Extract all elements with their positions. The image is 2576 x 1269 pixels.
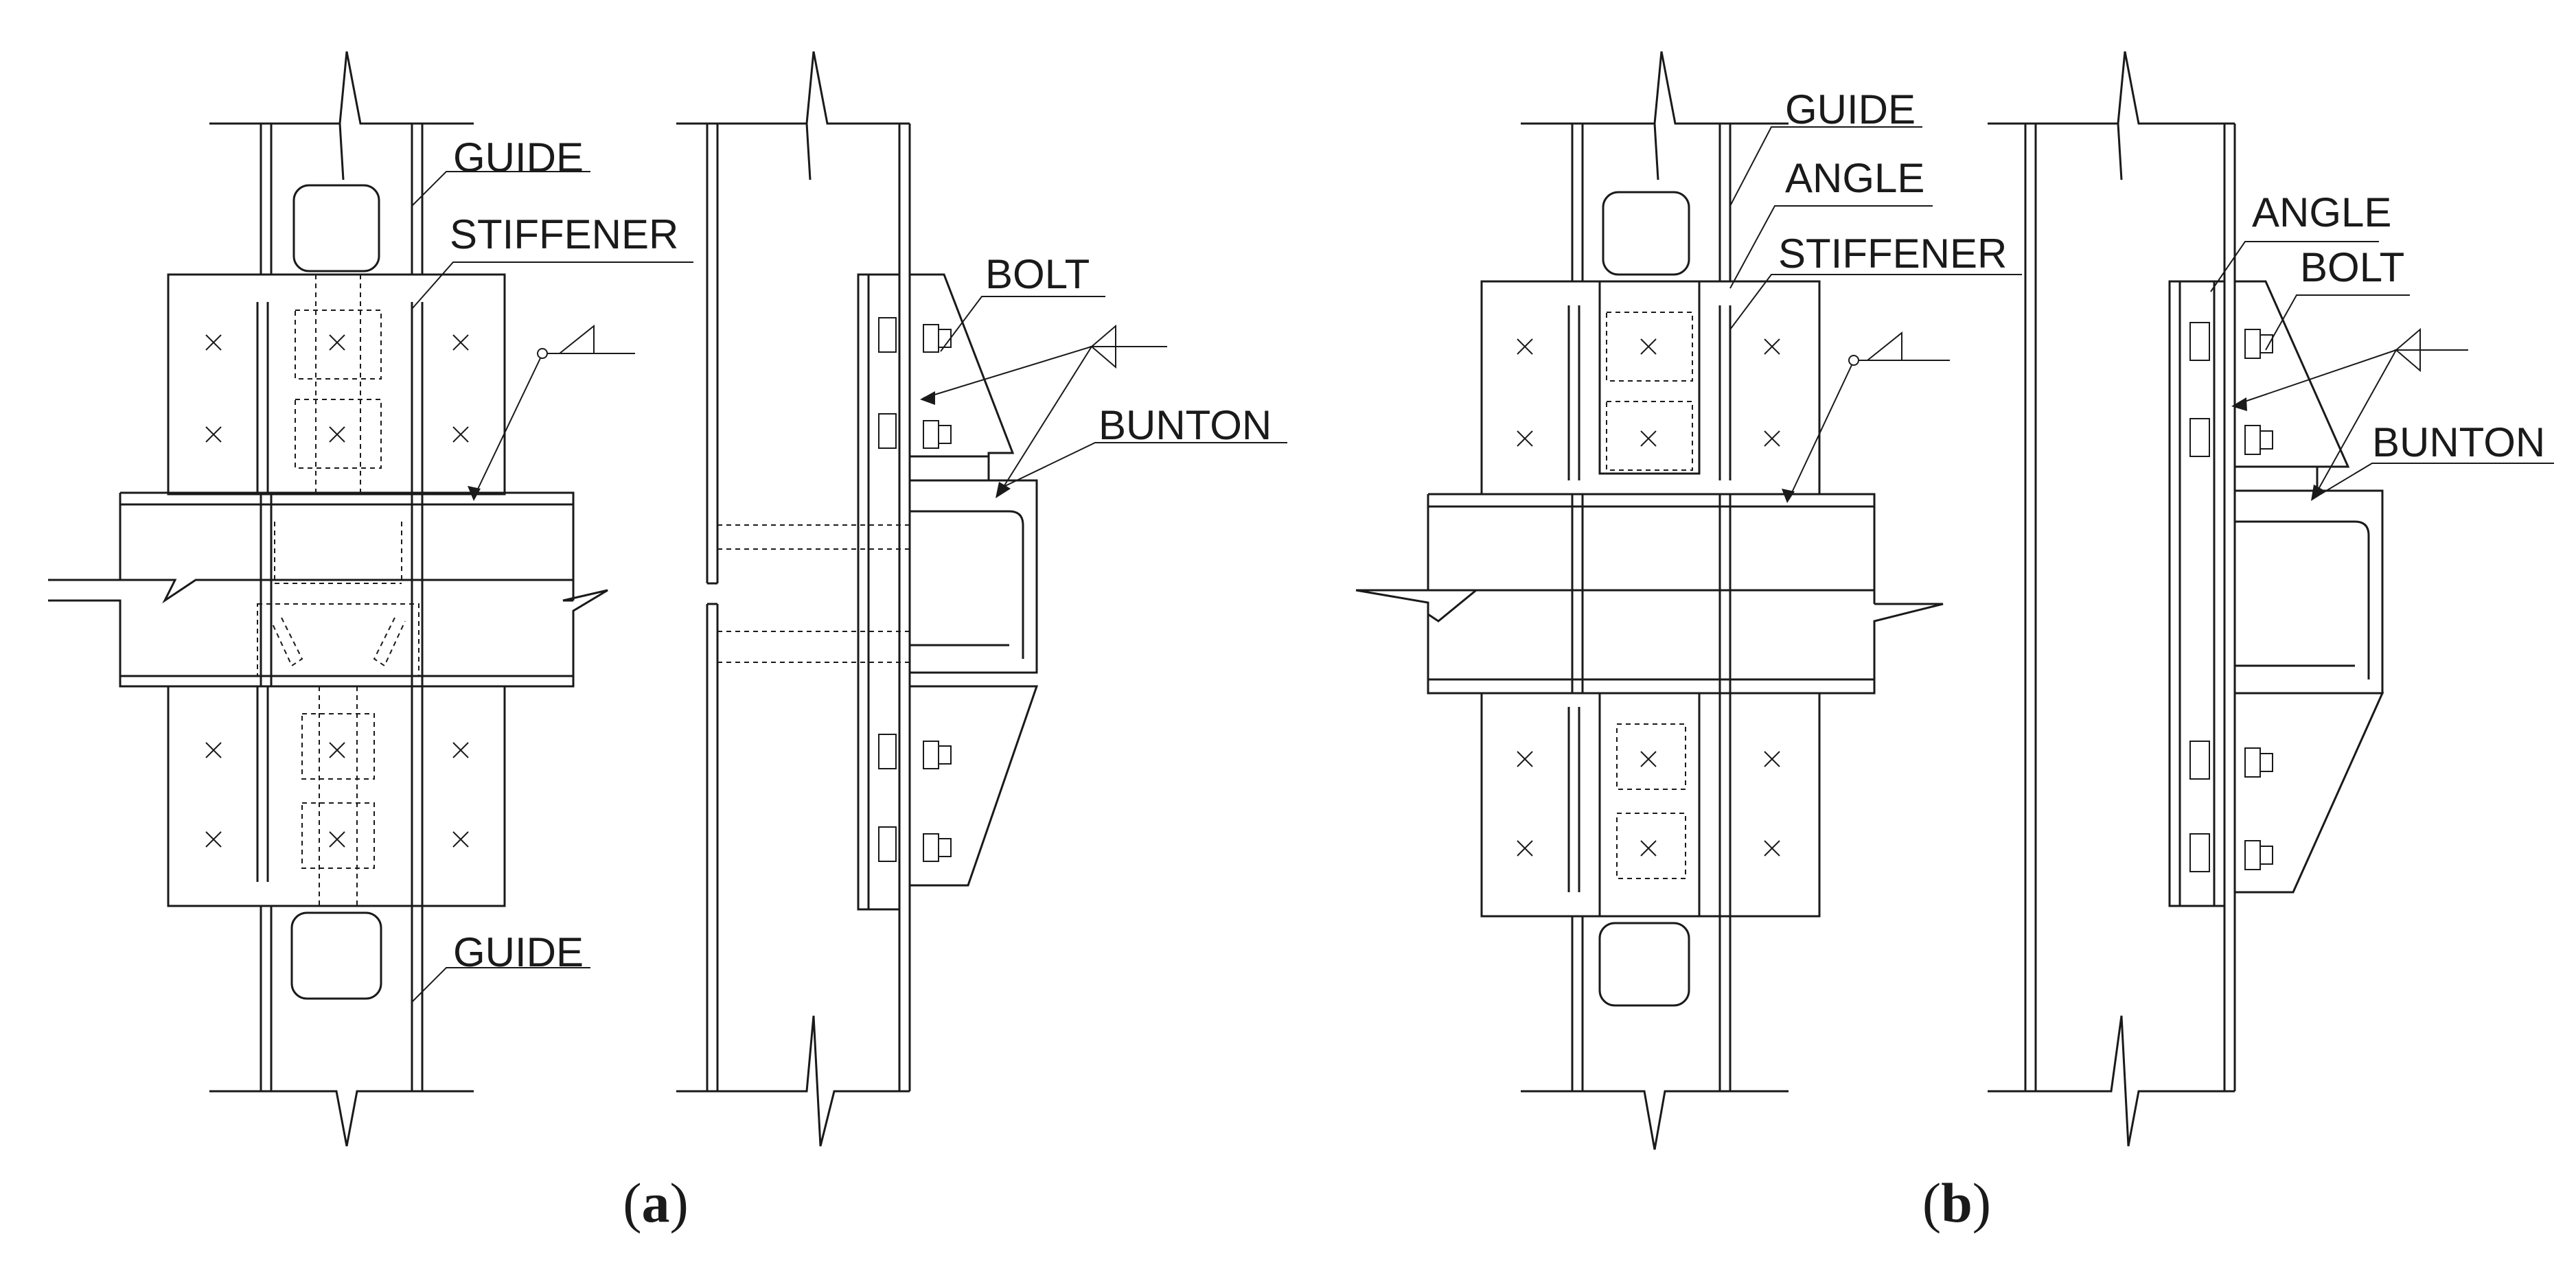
label-bolt: BOLT xyxy=(2300,244,2404,290)
caption-b: (b) xyxy=(1922,1172,1991,1234)
label-stiffener: STIFFENER xyxy=(450,211,678,257)
label-bolt: BOLT xyxy=(985,251,1090,297)
label-bunton: BUNTON xyxy=(1099,402,1272,448)
panel-b-bolt-marks xyxy=(1517,338,1780,857)
label-stiffener: STIFFENER xyxy=(1778,231,2007,277)
panel-a-bolt-marks xyxy=(205,334,469,848)
panel-b-front-view xyxy=(1355,51,2022,1150)
label-guide-bottom: GUIDE xyxy=(453,929,584,975)
panel-a-front-view xyxy=(48,51,693,1147)
panel-a-side-view xyxy=(676,51,1287,1147)
label-guide: GUIDE xyxy=(1785,86,1916,132)
panel-b-side-bolts xyxy=(2189,322,2273,872)
label-angle-side: ANGLE xyxy=(2252,189,2391,235)
caption-a: (a) xyxy=(623,1172,689,1234)
panel-a-side-bolts xyxy=(878,317,952,862)
panel-a-labels: GUIDE STIFFENER GUIDE BOLT BUNTON xyxy=(450,135,1272,975)
label-bunton: BUNTON xyxy=(2372,419,2545,465)
panel-b-labels: GUIDE ANGLE STIFFENER ANGLE BOLT BUNTON xyxy=(1778,86,2545,465)
label-guide-top: GUIDE xyxy=(453,135,584,181)
label-angle-front: ANGLE xyxy=(1785,155,1924,201)
panel-b-side-view xyxy=(1988,51,2554,1147)
